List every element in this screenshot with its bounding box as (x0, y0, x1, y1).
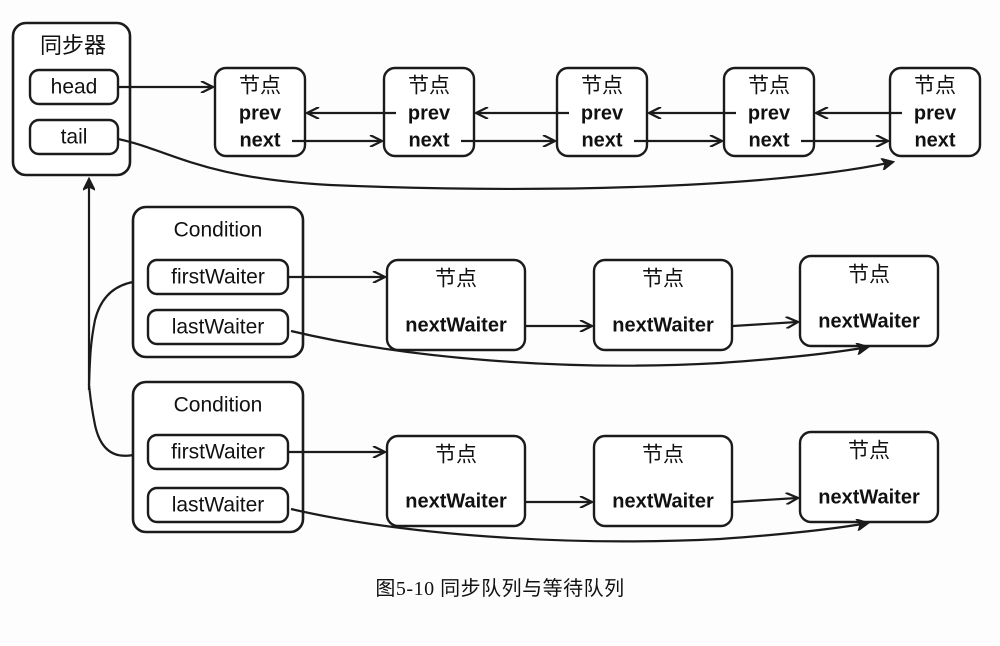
edge-last-waiter-0-to-last-node (290, 329, 868, 367)
synchronizer-box: 同步器 head tail (11, 21, 132, 177)
first-waiter-label: firstWaiter (171, 441, 265, 464)
node-next-waiter-label: nextWaiter (818, 310, 920, 332)
tail-field-label: tail (61, 126, 88, 149)
node-title: 节点 (848, 264, 890, 287)
edge-condition1-to-sync-curve (87, 384, 134, 457)
condition-title: Condition (174, 394, 263, 417)
node-next-waiter-label: nextWaiter (612, 490, 714, 512)
wait-queue-1-node-0: 节点 nextWaiter (385, 434, 527, 528)
node-frame[interactable] (592, 434, 734, 528)
node-frame[interactable] (592, 258, 734, 352)
node-title: 节点 (408, 75, 450, 98)
node-next-label: next (748, 129, 789, 151)
node-prev-label: prev (581, 102, 624, 124)
node-title: 节点 (642, 444, 684, 467)
node-prev-label: prev (914, 102, 957, 124)
wait-queue-0-node-0: 节点 nextWaiter (385, 258, 527, 352)
synchronizer-title: 同步器 (40, 33, 106, 58)
wait-queue-1-node-2: 节点 nextWaiter (798, 430, 940, 524)
node-prev-label: prev (239, 102, 282, 124)
node-prev-label: prev (408, 102, 451, 124)
node-title: 节点 (435, 444, 477, 467)
node-frame[interactable] (385, 258, 527, 352)
last-waiter-label: lastWaiter (172, 494, 265, 517)
node-title: 节点 (748, 75, 790, 98)
node-next-waiter-label: nextWaiter (818, 486, 920, 508)
node-title: 节点 (848, 440, 890, 463)
node-next-waiter-label: nextWaiter (405, 314, 507, 336)
node-next-label: next (408, 129, 449, 151)
node-prev-label: prev (748, 102, 791, 124)
wait-queue-0-node-1: 节点 nextWaiter (592, 258, 734, 352)
node-next-label: next (914, 129, 955, 151)
sync-queue-node-0: 节点 prev next (213, 66, 307, 158)
wait-queue-1-node-1: 节点 nextWaiter (592, 434, 734, 528)
head-field-label: head (51, 76, 98, 99)
last-waiter-field-box[interactable] (146, 486, 290, 524)
node-title: 节点 (239, 75, 281, 98)
condition-box-0: Condition firstWaiter lastWaiter (131, 205, 305, 359)
wait-queue-0-node-2: 节点 nextWaiter (798, 254, 940, 348)
sync-queue-node-2: 节点 prev next (555, 66, 649, 158)
tail-field-box[interactable] (28, 118, 120, 156)
node-frame[interactable] (385, 434, 527, 528)
condition-title: Condition (174, 219, 263, 242)
edge-last-waiter-1-to-last-node (290, 507, 868, 543)
first-waiter-label: firstWaiter (171, 266, 265, 289)
edge-tail-to-last-node (117, 137, 893, 190)
sync-queue-node-4: 节点 prev next (888, 66, 982, 158)
node-title: 节点 (642, 268, 684, 291)
node-next-waiter-label: nextWaiter (612, 314, 714, 336)
node-next-label: next (581, 129, 622, 151)
node-frame[interactable] (213, 66, 307, 158)
node-title: 节点 (581, 75, 623, 98)
sync-queue-node-1: 节点 prev next (382, 66, 476, 158)
node-next-waiter-label: nextWaiter (405, 490, 507, 512)
node-next-label: next (239, 129, 280, 151)
node-title: 节点 (914, 75, 956, 98)
sync-queue-node-3: 节点 prev next (722, 66, 816, 158)
figure-caption: 图5-10 同步队列与等待队列 (375, 578, 625, 600)
edge-condition0-to-sync-curve (87, 280, 134, 386)
last-waiter-field-box[interactable] (146, 308, 290, 346)
last-waiter-label: lastWaiter (172, 316, 265, 339)
node-title: 节点 (435, 268, 477, 291)
edge-next-waiter-1-1-to-1-2 (732, 498, 797, 502)
edge-next-waiter-0-1-to-0-2 (732, 322, 797, 326)
condition-box-1: Condition firstWaiter lastWaiter (131, 380, 305, 534)
